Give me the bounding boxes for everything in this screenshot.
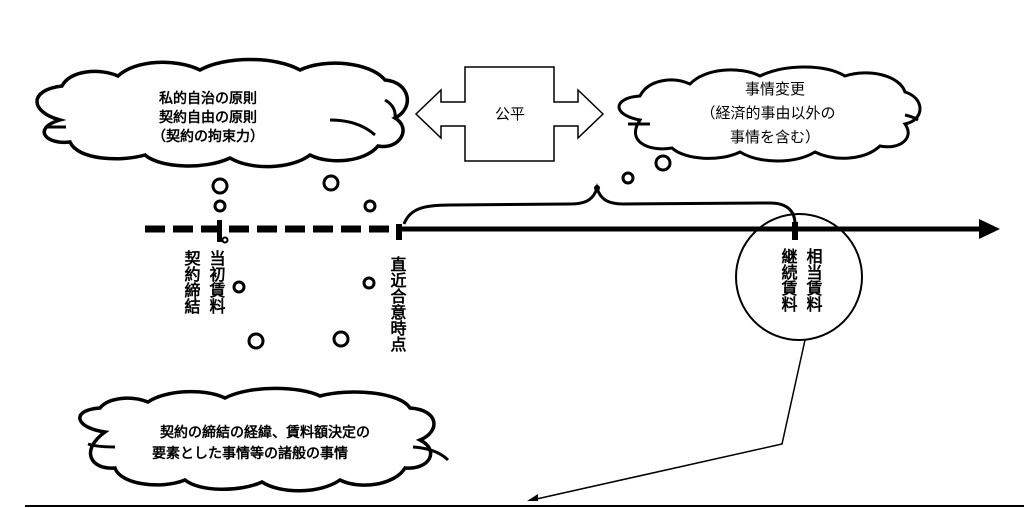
tick-initial-dot (221, 236, 229, 244)
thought-bubble (232, 280, 246, 294)
cloud-inner-curl (329, 118, 377, 137)
label-latest-agreement: 直近合意時点 (388, 255, 407, 353)
tick-current (792, 222, 798, 240)
cloud-outline (617, 65, 922, 163)
thought-bubble (362, 276, 376, 290)
change-line-3: 事情を含む） (730, 128, 820, 146)
label-contract-conclusion: 契約締結 (182, 250, 202, 315)
principles-line-3: （契約の拘束力） (152, 128, 264, 145)
cloud-principles: 私的自治の原則 契約自由の原則 （契約の拘束力） (35, 57, 410, 169)
rent-highlight-circle (735, 213, 863, 341)
cloud-outline (78, 386, 436, 493)
label-initial-rent: 当初賃料 (207, 249, 227, 315)
label-initial-rent-text: 当初賃料 (207, 249, 227, 315)
fairness-double-arrow: 公平 (414, 66, 605, 162)
cloud-inner-curl (412, 445, 450, 462)
pointer-line (531, 339, 806, 501)
double-arrow-shape (414, 66, 605, 162)
cloud-inner-curl (904, 113, 919, 122)
cloud-inner-curl (384, 98, 397, 119)
pointer-arrowhead (527, 494, 538, 501)
cloud-inner-curl (87, 442, 116, 449)
thought-bubble (247, 332, 265, 350)
tick-initial (217, 220, 222, 242)
label-appropriate-rent: 相当賃料 (804, 247, 824, 313)
period-brace (402, 182, 797, 225)
principles-line-1: 私的自治の原則 (159, 90, 257, 107)
principles-line-2: 契約自由の原則 (158, 109, 257, 126)
cloud-all-circumstances: 契約の締結の経緯、賃料額決定の 要素とした事情等の諸般の事情 (78, 386, 450, 493)
timeline-arrowhead (979, 219, 1000, 239)
thought-bubble (363, 199, 377, 213)
thought-bubble (213, 199, 227, 213)
thought-bubble (322, 174, 340, 192)
all-circumstances-line-1: 契約の締結の経緯、賃料額決定の (159, 424, 370, 441)
thought-bubble (211, 177, 229, 195)
brace-tip-dot (594, 185, 600, 191)
thought-bubble (654, 154, 672, 172)
change-line-1: 事情変更 (745, 80, 805, 98)
thought-bubble (332, 330, 350, 348)
label-appropriate-rent-text: 相当賃料 (804, 247, 824, 313)
thought-bubbles (211, 154, 672, 350)
thought-bubble (621, 171, 635, 185)
label-contract-conclusion-text: 契約締結 (182, 250, 202, 315)
tick-latest (396, 224, 402, 240)
label-latest-agreement-text: 直近合意時点 (388, 255, 407, 353)
fairness-label: 公平 (495, 105, 525, 123)
all-circumstances-line-2: 要素とした事情等の諸般の事情 (152, 445, 348, 462)
change-line-2: （経済的事由以外の (700, 104, 835, 122)
label-continuing-rent-text: 継続賃料 (779, 247, 799, 313)
cloud-change-of-circumstances: 事情変更 （経済的事由以外の 事情を含む） (617, 65, 922, 163)
label-continuing-rent: 継続賃料 (779, 247, 799, 313)
